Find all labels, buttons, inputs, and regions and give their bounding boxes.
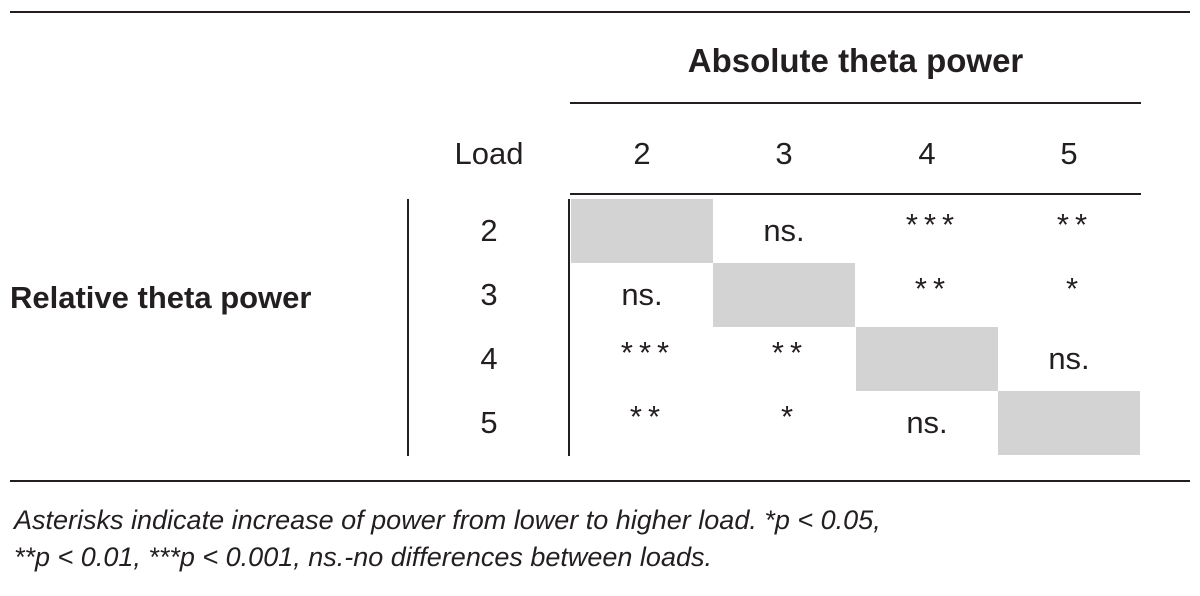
cell-4-5: ns. <box>1048 341 1090 376</box>
column-group-rule <box>570 102 1141 104</box>
row-load-4: 4 <box>480 341 498 376</box>
cell-2-2 <box>571 199 713 263</box>
cell-3-3 <box>713 263 855 327</box>
column-load-3: 3 <box>775 136 793 171</box>
column-load-4: 4 <box>918 136 936 171</box>
table-footnote: Asterisks indicate increase of power fro… <box>14 502 1190 576</box>
cell-3-2: ns. <box>621 277 663 312</box>
cell-3-4: ** <box>914 271 952 306</box>
cell-5-3: * <box>780 399 800 434</box>
row-load-2: 2 <box>480 213 498 248</box>
cell-4-4 <box>856 327 998 391</box>
bottom-rule <box>10 480 1190 482</box>
cell-5-4: ns. <box>906 405 948 440</box>
cell-3-5: * <box>1065 271 1085 306</box>
cell-4-2: *** <box>620 335 676 370</box>
row-load-5: 5 <box>480 405 498 440</box>
header-rule <box>570 193 1141 195</box>
cell-2-4: *** <box>905 207 961 242</box>
load-header: Load <box>454 136 524 171</box>
cell-2-3: ns. <box>763 213 805 248</box>
cell-5-5 <box>998 391 1140 455</box>
row-group-title: Relative theta power <box>10 280 312 315</box>
top-rule <box>10 11 1190 13</box>
cell-2-5: ** <box>1056 207 1094 242</box>
load-column-rule <box>568 199 570 456</box>
row-load-3: 3 <box>480 277 498 312</box>
footnote-line-1: Asterisks indicate increase of power fro… <box>14 505 881 535</box>
column-load-5: 5 <box>1060 136 1078 171</box>
column-load-2: 2 <box>633 136 651 171</box>
column-group-title: Absolute theta power <box>687 42 1024 79</box>
footnote-line-2: **p < 0.01, ***p < 0.001, ns.-no differe… <box>14 542 712 572</box>
cell-4-3: ** <box>771 335 809 370</box>
cell-5-2: ** <box>629 399 667 434</box>
row-label-rule <box>407 199 409 456</box>
